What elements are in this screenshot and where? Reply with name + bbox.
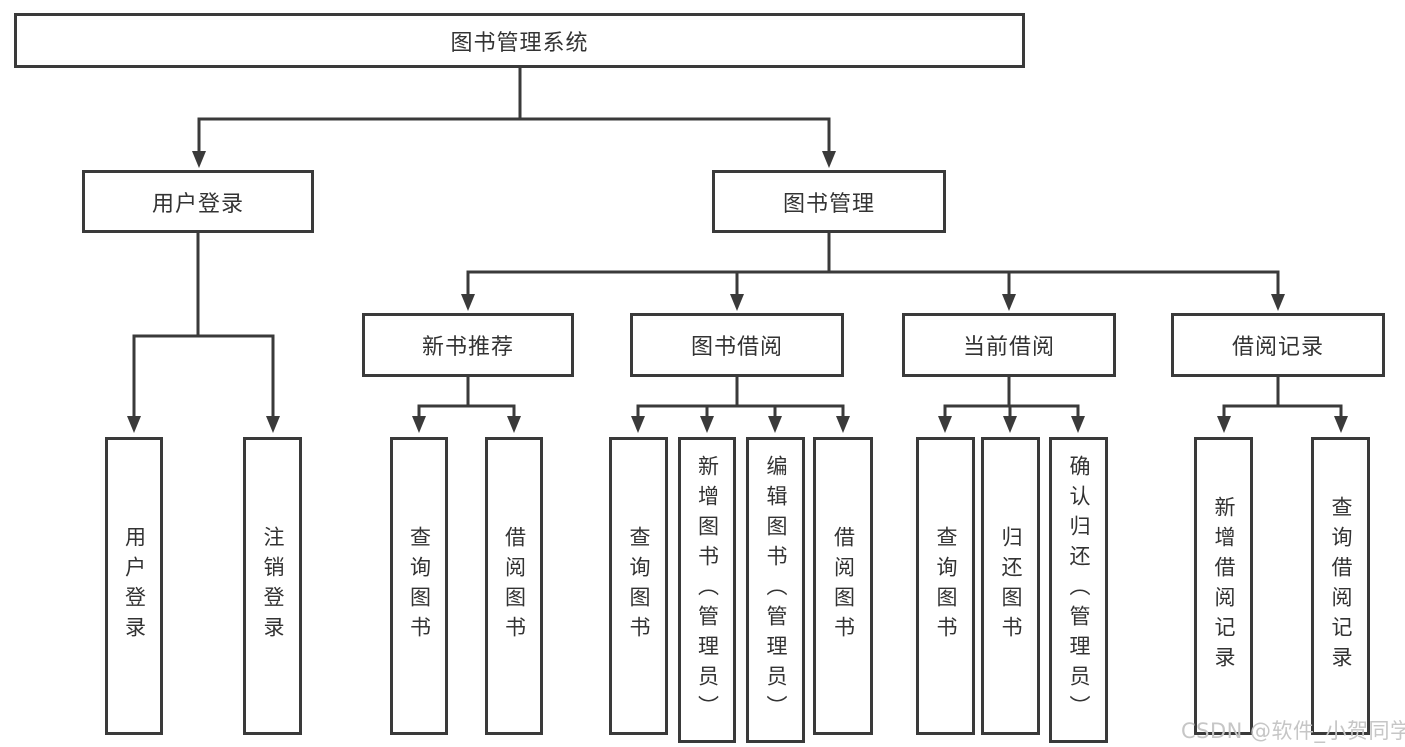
leaf-label: 查询图书 <box>934 526 958 646</box>
leaf-add-book-admin: 新增图书（管理员） <box>678 437 736 743</box>
leaf-label: 新增借阅记录 <box>1212 496 1236 676</box>
leaf-query-book-borrow: 查询图书 <box>609 437 668 735</box>
node-book-management: 图书管理 <box>712 170 946 233</box>
node-user-login: 用户登录 <box>82 170 314 233</box>
leaf-confirm-return-admin: 确认归还（管理员） <box>1049 437 1108 743</box>
leaf-label: 用户登录 <box>122 526 147 646</box>
leaf-query-borrow-record: 查询借阅记录 <box>1311 437 1370 735</box>
leaf-query-book-current: 查询图书 <box>916 437 975 735</box>
node-label: 图书管理系统 <box>450 30 589 56</box>
leaf-return-book: 归还图书 <box>981 437 1040 735</box>
node-label: 用户登录 <box>151 191 244 217</box>
node-label: 图书管理 <box>782 191 875 217</box>
leaf-borrow-book-recommend: 借阅图书 <box>485 437 543 735</box>
leaf-label: 新增图书（管理员） <box>695 455 720 725</box>
leaf-label: 归还图书 <box>999 526 1023 646</box>
leaf-add-borrow-record: 新增借阅记录 <box>1194 437 1253 735</box>
node-book-borrow: 图书借阅 <box>630 313 844 377</box>
leaf-label: 查询图书 <box>407 526 432 646</box>
leaf-borrow-book: 借阅图书 <box>813 437 873 735</box>
node-label: 新书推荐 <box>421 335 514 360</box>
leaf-label: 借阅图书 <box>831 526 856 646</box>
node-borrow-record: 借阅记录 <box>1171 313 1385 377</box>
csdn-watermark: CSDN @软件_小贺同学 <box>1181 719 1405 743</box>
node-new-book-recommend: 新书推荐 <box>362 313 574 377</box>
leaf-label: 查询借阅记录 <box>1329 496 1353 676</box>
leaf-logout: 注销登录 <box>243 437 302 735</box>
node-label: 当前借阅 <box>962 335 1055 360</box>
leaf-label: 编辑图书（管理员） <box>764 455 788 725</box>
leaf-label: 借阅图书 <box>502 526 527 646</box>
node-label: 借阅记录 <box>1231 335 1324 360</box>
leaf-label: 查询图书 <box>627 526 651 646</box>
node-library-management-system: 图书管理系统 <box>14 13 1025 68</box>
node-label: 图书借阅 <box>690 335 783 360</box>
node-current-borrow: 当前借阅 <box>902 313 1116 377</box>
leaf-query-book-recommend: 查询图书 <box>390 437 448 735</box>
leaf-label: 确认归还（管理员） <box>1067 455 1091 725</box>
leaf-label: 注销登录 <box>261 526 285 646</box>
leaf-user-login: 用户登录 <box>105 437 163 735</box>
leaf-edit-book-admin: 编辑图书（管理员） <box>746 437 805 743</box>
